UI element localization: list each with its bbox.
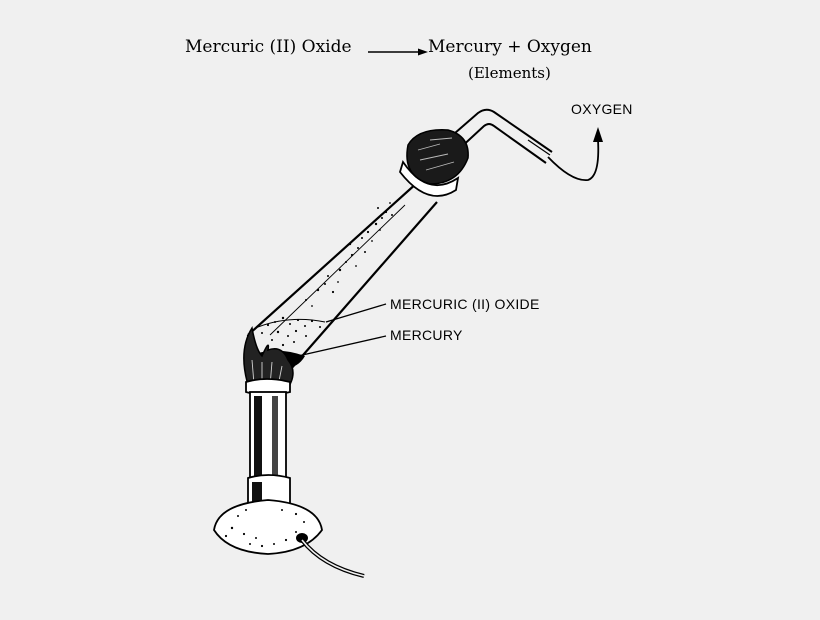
delivery-tube: [446, 108, 553, 164]
bunsen-burner: [213, 378, 323, 555]
equation-products: Mercury + Oxygen: [428, 37, 592, 57]
stopper: [399, 129, 469, 197]
label-mercuric-oxide: MERCURIC (II) OXIDE: [390, 296, 540, 312]
equation-products-note: (Elements): [468, 64, 551, 82]
gas-hose: [300, 538, 365, 579]
label-mercury: MERCURY: [390, 327, 463, 343]
reaction-arrow-icon: [368, 48, 428, 56]
label-oxygen: OXYGEN: [571, 101, 633, 117]
equation-reactant: Mercuric (II) Oxide: [185, 37, 352, 57]
oxygen-flow-arrow-icon: [547, 127, 603, 181]
leader-lines: [297, 303, 387, 357]
